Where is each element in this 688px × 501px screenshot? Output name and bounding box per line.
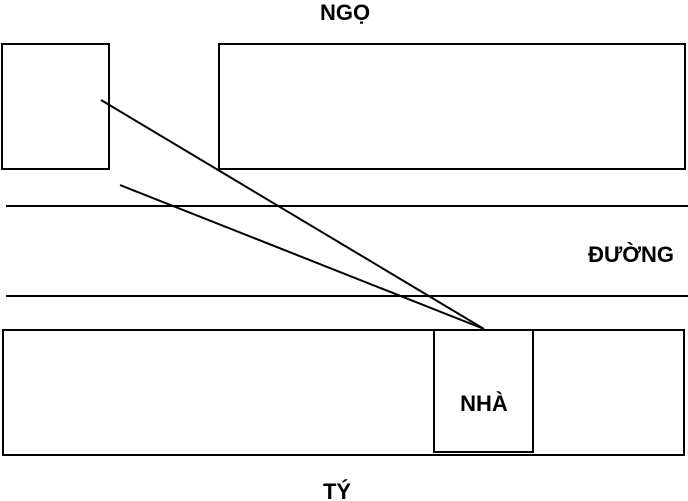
label-road: ĐƯỜNG (588, 242, 674, 267)
block-bottom (2, 329, 685, 456)
label-house: NHÀ (460, 391, 508, 416)
house-box (433, 329, 534, 453)
sight-line-upper (100, 99, 485, 330)
label-south: TÝ (323, 479, 351, 501)
block-top-right (218, 43, 686, 170)
block-top-left (1, 43, 110, 170)
label-north: NGỌ (320, 0, 370, 25)
sight-line-lower (119, 184, 485, 330)
